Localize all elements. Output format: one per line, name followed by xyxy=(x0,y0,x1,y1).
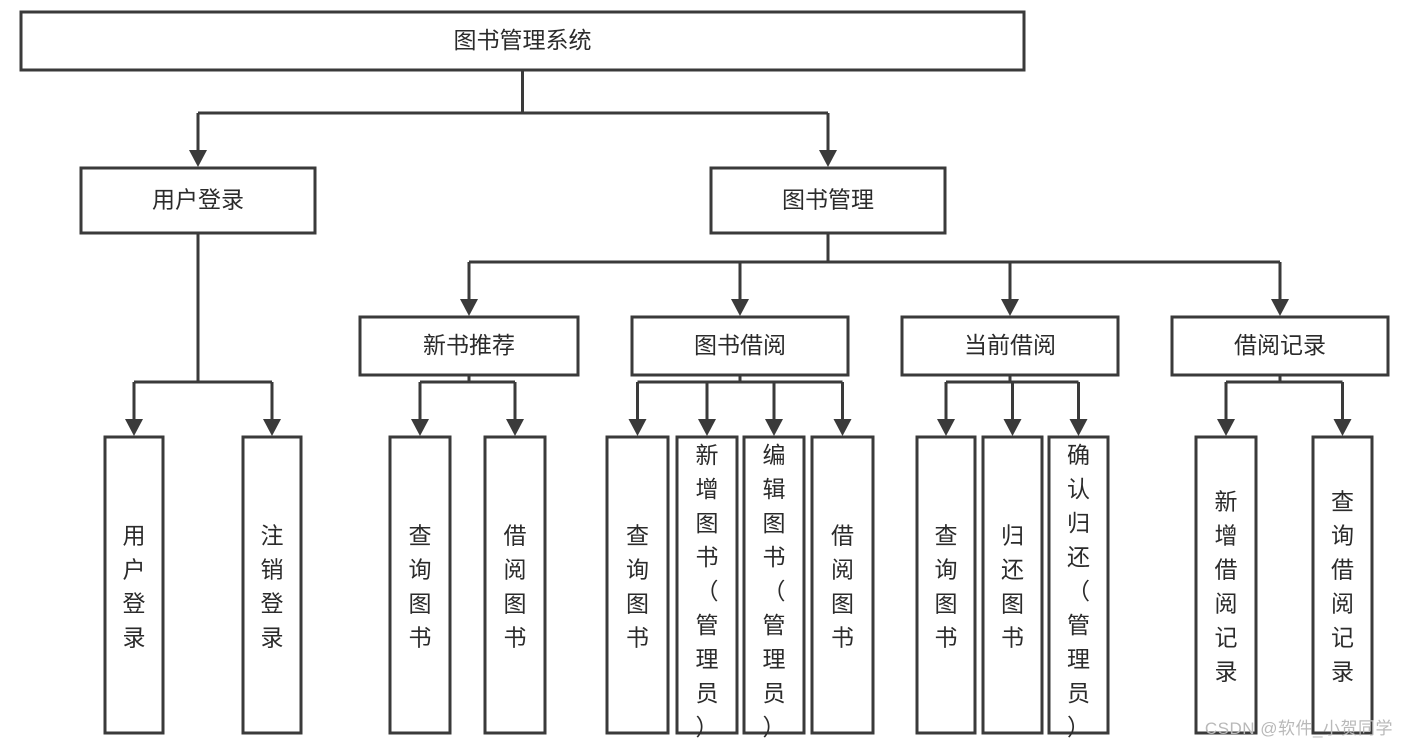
node-label-leaf-user-login: 用户登录 xyxy=(123,523,146,651)
node-box-leaf-user-logout xyxy=(241,435,303,735)
arrow-head-book-borrow xyxy=(731,299,749,316)
node-label-book-borrow: 图书借阅 xyxy=(694,332,786,358)
arrow-head-leaf-borrow-query-book xyxy=(628,419,647,436)
node-label-leaf-rec-borrow-book: 借阅图书 xyxy=(504,523,527,651)
node-box-leaf-current-return-book xyxy=(981,435,1044,735)
node-leaf-borrow-query-book[interactable]: 查询图书 xyxy=(605,435,670,735)
node-box-user-login xyxy=(79,166,317,235)
node-box-leaf-current-query-book xyxy=(915,435,977,735)
arrow-head-leaf-rec-query-book xyxy=(411,419,429,436)
node-label-root: 图书管理系统 xyxy=(454,27,592,53)
node-box-current-borrow xyxy=(900,315,1120,377)
arrow-head-leaf-current-return-book xyxy=(1003,419,1022,436)
arrow-head-leaf-record-add xyxy=(1217,419,1235,436)
arrow-head-current-borrow xyxy=(1001,299,1019,316)
node-box-leaf-record-query xyxy=(1311,435,1374,735)
arrow-head-book-management xyxy=(819,150,837,167)
node-box-new-book-recommend xyxy=(358,315,580,377)
node-leaf-borrow-borrow-book[interactable]: 借阅图书 xyxy=(810,435,875,735)
arrow-head-leaf-current-confirm-return xyxy=(1069,419,1088,436)
node-label-leaf-borrow-add-book: 新增图书（管理员） xyxy=(696,442,719,740)
node-label-leaf-record-add: 新增借阅记录 xyxy=(1215,489,1238,685)
node-leaf-user-login[interactable]: 用户登录 xyxy=(103,435,165,735)
node-label-user-login: 用户登录 xyxy=(152,187,244,213)
node-label-leaf-borrow-borrow-book: 借阅图书 xyxy=(831,523,854,651)
edges-from-current-borrow xyxy=(937,375,1088,436)
node-root[interactable]: 图书管理系统 xyxy=(19,10,1026,72)
node-box-leaf-borrow-query-book xyxy=(605,435,670,735)
node-box-leaf-borrow-add-book xyxy=(675,435,739,735)
node-label-leaf-user-logout: 注销登录 xyxy=(261,523,284,651)
node-label-leaf-record-query: 查询借阅记录 xyxy=(1331,489,1354,685)
node-box-leaf-borrow-borrow-book xyxy=(810,435,875,735)
node-label-new-book-recommend: 新书推荐 xyxy=(423,332,515,358)
node-box-borrow-record xyxy=(1170,315,1390,377)
arrow-head-leaf-borrow-edit-book xyxy=(765,419,783,436)
arrow-head-leaf-rec-borrow-book xyxy=(506,419,524,436)
node-leaf-borrow-edit-book[interactable]: 编辑图书（管理员） xyxy=(742,435,806,740)
arrow-head-leaf-borrow-borrow-book xyxy=(833,419,852,436)
node-book-borrow[interactable]: 图书借阅 xyxy=(630,315,850,377)
node-borrow-record[interactable]: 借阅记录 xyxy=(1170,315,1390,377)
node-leaf-rec-borrow-book[interactable]: 借阅图书 xyxy=(483,435,547,735)
node-leaf-rec-query-book[interactable]: 查询图书 xyxy=(388,435,452,735)
connector-layer xyxy=(125,70,1352,436)
node-leaf-borrow-add-book[interactable]: 新增图书（管理员） xyxy=(675,435,739,740)
node-leaf-user-logout[interactable]: 注销登录 xyxy=(241,435,303,735)
arrow-head-leaf-record-query xyxy=(1333,419,1352,436)
node-user-login[interactable]: 用户登录 xyxy=(79,166,317,235)
arrow-head-user-login xyxy=(189,150,207,167)
node-current-borrow[interactable]: 当前借阅 xyxy=(900,315,1120,377)
node-book-management[interactable]: 图书管理 xyxy=(709,166,947,235)
node-label-leaf-rec-query-book: 查询图书 xyxy=(409,523,432,651)
node-box-leaf-user-login xyxy=(103,435,165,735)
edges-from-new-book-recommend xyxy=(411,375,524,436)
node-label-leaf-current-confirm-return: 确认归还（管理员） xyxy=(1067,442,1090,740)
node-box-leaf-record-add xyxy=(1194,435,1258,735)
node-box-book-borrow xyxy=(630,315,850,377)
node-label-leaf-current-query-book: 查询图书 xyxy=(935,523,958,651)
node-new-book-recommend[interactable]: 新书推荐 xyxy=(358,315,580,377)
edges-from-borrow-record xyxy=(1217,375,1352,436)
node-layer: 图书管理系统用户登录图书管理新书推荐图书借阅当前借阅借阅记录用户登录注销登录查询… xyxy=(19,10,1390,740)
node-leaf-record-add[interactable]: 新增借阅记录 xyxy=(1194,435,1258,735)
node-box-leaf-current-confirm-return xyxy=(1047,435,1110,735)
arrow-head-new-book-recommend xyxy=(460,299,478,316)
edges-from-user-login xyxy=(125,233,281,436)
arrow-head-leaf-borrow-add-book xyxy=(698,419,716,436)
node-label-borrow-record: 借阅记录 xyxy=(1234,332,1326,358)
arrow-head-leaf-user-login xyxy=(125,419,143,436)
node-label-leaf-current-return-book: 归还图书 xyxy=(1001,523,1024,651)
edges-from-book-management xyxy=(460,233,1289,316)
arrow-head-leaf-current-query-book xyxy=(937,419,955,436)
node-box-book-management xyxy=(709,166,947,235)
arrow-head-borrow-record xyxy=(1271,299,1289,316)
node-label-leaf-borrow-edit-book: 编辑图书（管理员） xyxy=(763,442,786,740)
arrow-head-leaf-user-logout xyxy=(263,419,281,436)
node-label-leaf-borrow-query-book: 查询图书 xyxy=(626,523,649,651)
node-label-current-borrow: 当前借阅 xyxy=(964,332,1056,358)
node-box-leaf-borrow-edit-book xyxy=(742,435,806,735)
node-leaf-current-query-book[interactable]: 查询图书 xyxy=(915,435,977,735)
node-box-leaf-rec-borrow-book xyxy=(483,435,547,735)
node-box-root xyxy=(19,10,1026,72)
node-leaf-current-return-book[interactable]: 归还图书 xyxy=(981,435,1044,735)
node-box-leaf-rec-query-book xyxy=(388,435,452,735)
node-leaf-current-confirm-return[interactable]: 确认归还（管理员） xyxy=(1047,435,1110,740)
edges-from-root xyxy=(189,70,837,167)
node-label-book-management: 图书管理 xyxy=(782,187,874,213)
node-leaf-record-query[interactable]: 查询借阅记录 xyxy=(1311,435,1374,735)
edges-from-book-borrow xyxy=(628,375,852,436)
